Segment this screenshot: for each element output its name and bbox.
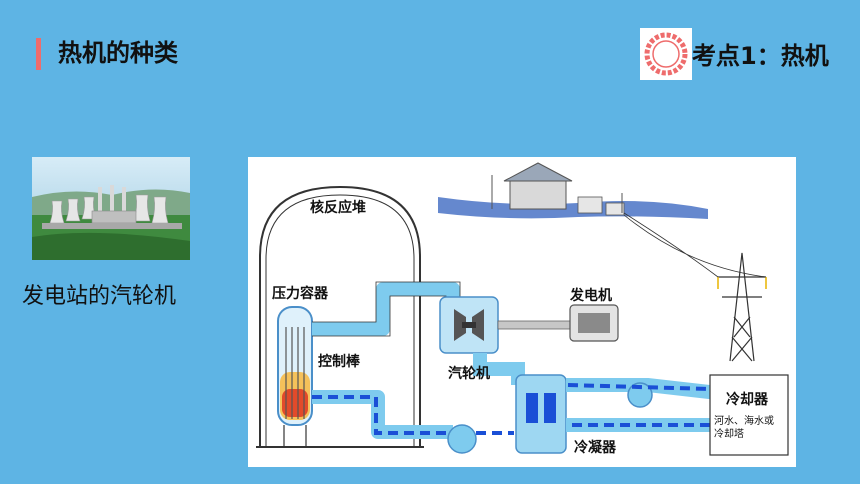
label-generator: 发电机 [570,288,612,304]
label-cooling-source-1: 河水、海水或 [714,416,774,427]
flower-badge-icon [644,32,688,76]
label-reactor: 核反应堆 [310,200,366,216]
page-title: 热机的种类 [58,39,178,67]
plant-schematic [256,162,789,456]
label-condenser: 冷凝器 [574,440,616,456]
title-accent-bar [36,38,41,70]
topic-badge [640,28,692,80]
label-cooler: 冷却器 [726,392,768,408]
condenser [515,374,567,454]
reactor-dome [259,185,421,447]
house-icon [509,178,567,210]
label-cooling-source-2: 冷却塔 [714,429,744,440]
cooler-box [709,374,789,456]
power-station-photo [32,157,190,260]
label-pressure-vessel: 压力容器 [272,286,328,302]
label-control-rods: 控制棒 [318,354,360,370]
label-turbine: 汽轮机 [448,366,490,382]
primary-pump [447,424,477,454]
photo-caption: 发电站的汽轮机 [22,284,177,309]
topic-label: 考点1：热机 [692,42,829,70]
transmission-tower [718,252,766,362]
nuclear-plant-diagram: 核反应堆 压力容器 控制棒 汽轮机 发电机 冷却器 河水、海水或 冷却塔 冷凝器 [248,157,796,467]
